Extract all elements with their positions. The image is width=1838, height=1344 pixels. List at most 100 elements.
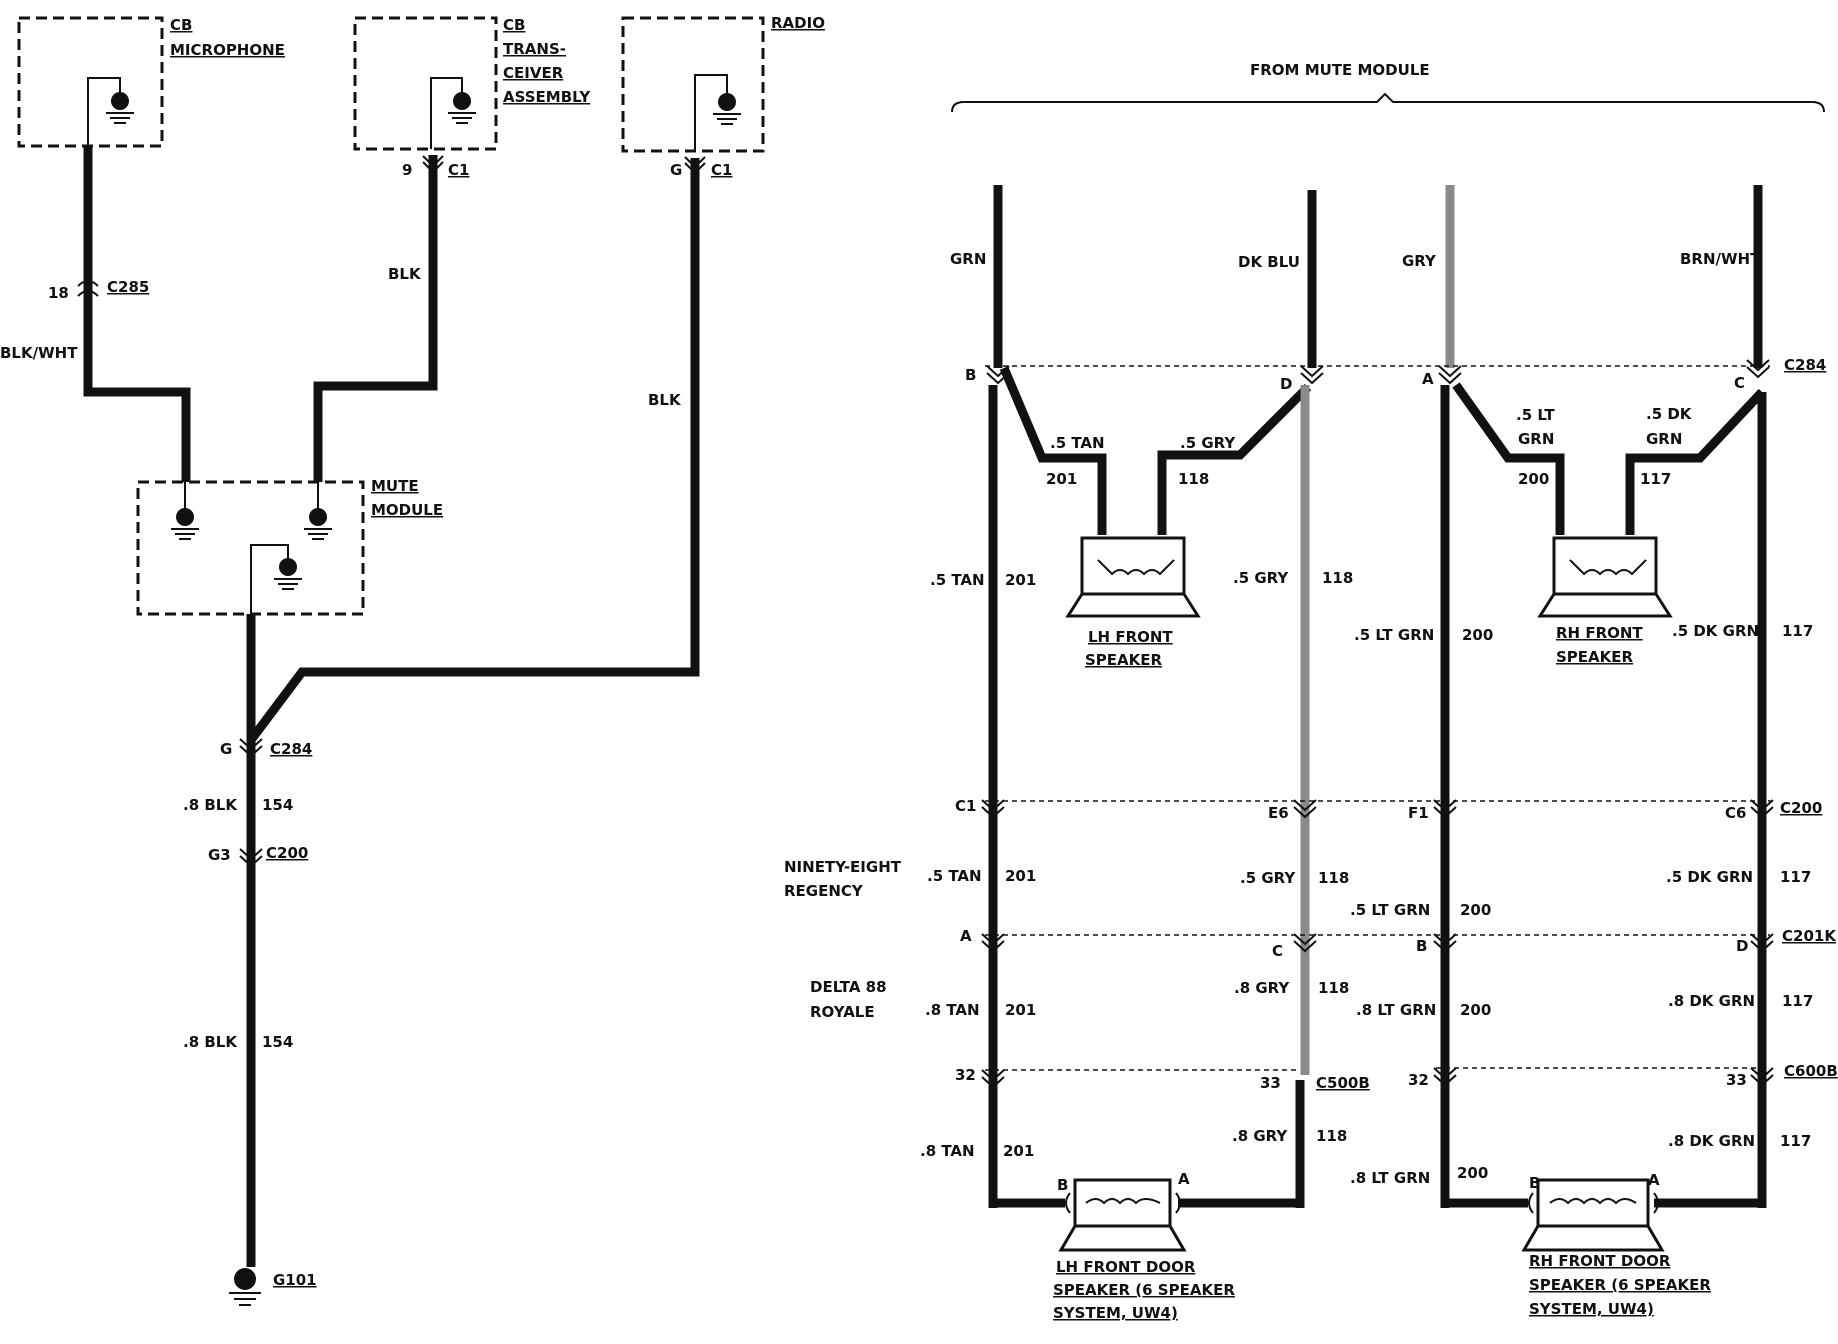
- c200-left-pin: G3: [208, 846, 231, 864]
- c1-trans-connector-icon: [422, 155, 444, 174]
- rh-door-speaker-icon: [1521, 1178, 1665, 1252]
- from-mute-module-label: FROM MUTE MODULE: [1250, 61, 1430, 79]
- circuit-154-a: 154: [262, 796, 293, 814]
- rh-door-label-2: SPEAKER (6 SPEAKER: [1529, 1276, 1711, 1294]
- c1-radio-connector-icon: [684, 156, 706, 175]
- c201k-pin-c: C: [1272, 942, 1283, 960]
- seg1-117: 117: [1782, 622, 1813, 640]
- lh-tan-branch-wire: [999, 366, 1107, 535]
- seg2-200: 200: [1460, 901, 1491, 919]
- seg1-ltgrn: .5 LT GRN: [1354, 626, 1434, 644]
- c200-connectors-icon: [981, 799, 1774, 819]
- seg2-gry: .5 GRY: [1240, 869, 1296, 887]
- seg1-tan: .5 TAN: [930, 571, 985, 589]
- seg4-117: 117: [1780, 1132, 1811, 1150]
- trans-connector: C1: [448, 161, 469, 179]
- seg3-dkgrn: .8 DK GRN: [1668, 992, 1755, 1010]
- seg1-201: 201: [1005, 571, 1036, 589]
- lh-front-speaker-icon: [1065, 536, 1201, 618]
- g101-ground-icon: [229, 1268, 261, 1306]
- seg4-gry: .8 GRY: [1232, 1127, 1288, 1145]
- c200-pin-c1: C1: [955, 797, 976, 815]
- radio-connector: C1: [711, 161, 732, 179]
- rh-dkgrn-branch-wire: [1625, 388, 1766, 535]
- cb-transceiver-box: [353, 16, 498, 151]
- c200-pin-e6: E6: [1268, 804, 1289, 822]
- lh-door-speaker-icon: [1058, 1178, 1187, 1252]
- c284-pin-b: B: [965, 366, 976, 384]
- seg4-201: 201: [1003, 1142, 1034, 1160]
- radio-wire-color: BLK: [648, 391, 682, 409]
- c284-connectors-icon: [986, 359, 1770, 385]
- c284-pin-a: A: [1422, 370, 1434, 388]
- grn-label: GRN: [950, 250, 986, 268]
- c201k-pin-d: D: [1736, 937, 1748, 955]
- seg2-117: 117: [1780, 868, 1811, 886]
- c200-label: C200: [1780, 799, 1822, 817]
- c200-left-connector-icon: [239, 848, 263, 868]
- c200-pin-f1: F1: [1408, 804, 1429, 822]
- seg2-ltgrn: .5 LT GRN: [1350, 901, 1430, 919]
- c284-left-connector-icon: [239, 738, 263, 758]
- trans-pin: 9: [402, 161, 412, 179]
- c201k-label: C201K: [1782, 927, 1837, 945]
- rh-door-label-3: SYSTEM, UW4): [1529, 1300, 1654, 1318]
- rh-branch-ltgrn-2: GRN: [1518, 430, 1554, 448]
- ninety-eight-label-2: REGENCY: [784, 882, 864, 900]
- ninety-eight-label-1: NINETY-EIGHT: [784, 858, 902, 876]
- seg4-118: 118: [1316, 1127, 1347, 1145]
- transceiver-ground-icon: [430, 77, 476, 149]
- rh-branch-ltgrn-1: .5 LT: [1516, 406, 1555, 424]
- seg3-118: 118: [1318, 979, 1349, 997]
- c500b-pin-32: 32: [955, 1066, 976, 1084]
- radio-ground-icon: [694, 74, 741, 151]
- trans-wire-color: BLK: [388, 265, 422, 283]
- seg2-dkgrn: .5 DK GRN: [1666, 868, 1753, 886]
- cb-trans-label-1: CB: [503, 16, 525, 34]
- seg1-200: 200: [1462, 626, 1493, 644]
- c201k-connectors-icon: [981, 933, 1774, 953]
- seg1-118: 118: [1322, 569, 1353, 587]
- c201k-pin-a: A: [960, 927, 972, 945]
- c201k-pin-b: B: [1416, 937, 1427, 955]
- c200-pin-c6: C6: [1725, 804, 1746, 822]
- mic-pin: 18: [48, 284, 69, 302]
- mute-ground-icon-3: [250, 544, 302, 614]
- rh-branch-200: 200: [1518, 470, 1549, 488]
- lh-branch-201: 201: [1046, 470, 1077, 488]
- rh-branch-dkgrn-2: GRN: [1646, 430, 1682, 448]
- seg2-201: 201: [1005, 867, 1036, 885]
- seg3-117: 117: [1782, 992, 1813, 1010]
- seg4-200: 200: [1457, 1164, 1488, 1182]
- seg3-200: 200: [1460, 1001, 1491, 1019]
- cb-microphone-label-2: MICROPHONE: [170, 41, 285, 59]
- rh-front-speaker-label-2: SPEAKER: [1556, 648, 1634, 666]
- seg2-tan: .5 TAN: [927, 867, 982, 885]
- seg3-201: 201: [1005, 1001, 1036, 1019]
- lh-door-right-wire: [1178, 1198, 1305, 1208]
- wire-8blk-a: .8 BLK: [183, 796, 238, 814]
- lh-gry-branch-wire: [1157, 383, 1312, 535]
- radio-box: [621, 16, 765, 153]
- rh-ltgrn-branch-wire: [1452, 382, 1565, 535]
- delta-label-2: ROYALE: [810, 1003, 875, 1021]
- cb-trans-label-4: ASSEMBLY: [503, 88, 591, 106]
- lh-door-pin-a: A: [1178, 1170, 1190, 1188]
- rh-front-speaker-label-1: RH FRONT: [1556, 624, 1643, 642]
- mute-module-label-1: MUTE: [371, 477, 419, 495]
- wire-8blk-b: .8 BLK: [183, 1033, 238, 1051]
- lh-branch-gry: .5 GRY: [1180, 434, 1236, 452]
- lh-door-pin-b: B: [1057, 1176, 1068, 1194]
- lh-door-label-3: SYSTEM, UW4): [1053, 1304, 1178, 1322]
- cb-trans-label-3: CEIVER: [503, 64, 564, 82]
- lh-front-speaker-label-2: SPEAKER: [1085, 651, 1163, 669]
- lh-branch-tan: .5 TAN: [1050, 434, 1105, 452]
- mic-wire-color: BLK/WHT: [0, 344, 78, 362]
- rh-branch-117: 117: [1640, 470, 1671, 488]
- lh-door-label-1: LH FRONT DOOR: [1056, 1258, 1196, 1276]
- seg4-tan: .8 TAN: [920, 1142, 975, 1160]
- c500b-label: C500B: [1316, 1074, 1370, 1092]
- c600b-pin-32: 32: [1408, 1071, 1429, 1089]
- seg2-118: 118: [1318, 869, 1349, 887]
- brn-wht-label: BRN/WHT: [1680, 250, 1761, 268]
